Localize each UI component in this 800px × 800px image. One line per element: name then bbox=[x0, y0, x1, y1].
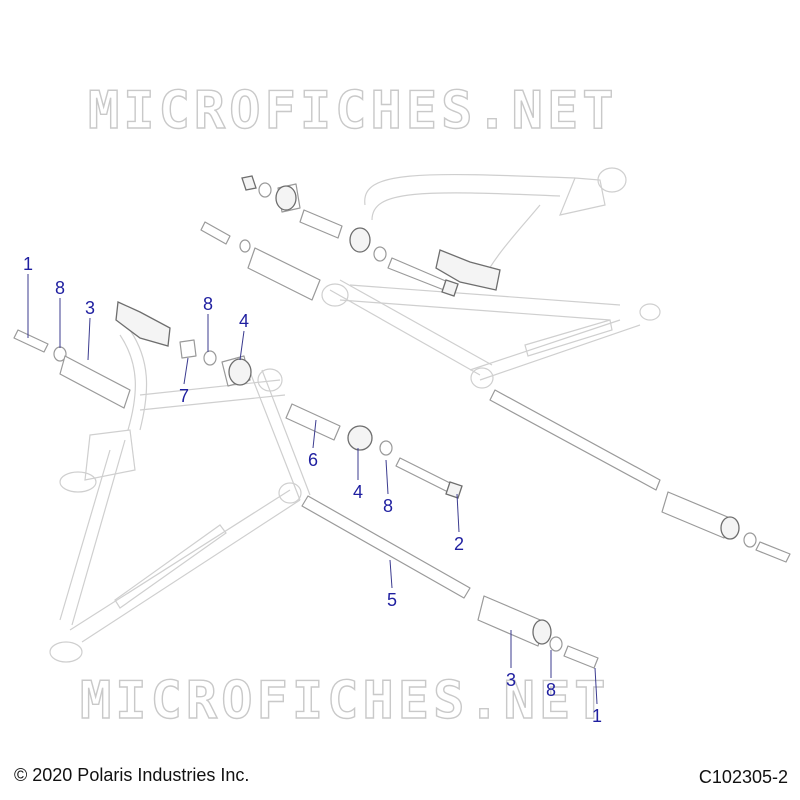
callout-leader-c8c bbox=[385, 459, 389, 495]
callout-leader-c7 bbox=[183, 357, 189, 385]
callout-leader-c2 bbox=[456, 493, 460, 533]
upper-hardware bbox=[200, 175, 791, 563]
callout-leader-c6 bbox=[312, 419, 317, 449]
callout-label-c3a: 3 bbox=[85, 298, 95, 318]
callout-leader-c1b bbox=[594, 667, 598, 705]
watermark-top: MICROFICHES.NET bbox=[88, 81, 618, 141]
lower-a-arm bbox=[49, 329, 311, 663]
upper-a-arm bbox=[321, 167, 661, 389]
callout-label-c8b: 8 bbox=[203, 294, 213, 314]
callout-label-c1b: 1 bbox=[592, 706, 602, 726]
callout-label-c8a: 8 bbox=[55, 278, 65, 298]
figure-id: C102305-2 bbox=[698, 767, 788, 787]
callout-label-c5: 5 bbox=[387, 590, 397, 610]
callout-label-c8c: 8 bbox=[383, 496, 393, 516]
watermark-bottom: MICROFICHES.NET bbox=[80, 671, 610, 731]
callout-label-c4b: 4 bbox=[353, 482, 363, 502]
callout-leader-c3a bbox=[87, 317, 91, 361]
callout-label-c2: 2 bbox=[454, 534, 464, 554]
callout-label-c1a: 1 bbox=[23, 254, 33, 274]
callout-label-c4a: 4 bbox=[239, 311, 249, 331]
callout-label-c7: 7 bbox=[179, 386, 189, 406]
callout-label-c8d: 8 bbox=[546, 680, 556, 700]
callout-leader-c4a bbox=[239, 330, 245, 361]
callout-leader-c5 bbox=[389, 559, 393, 589]
callout-label-c3b: 3 bbox=[506, 670, 516, 690]
lower-hardware bbox=[13, 301, 599, 669]
copyright-text: © 2020 Polaris Industries Inc. bbox=[14, 765, 250, 785]
callout-label-c6: 6 bbox=[308, 450, 318, 470]
